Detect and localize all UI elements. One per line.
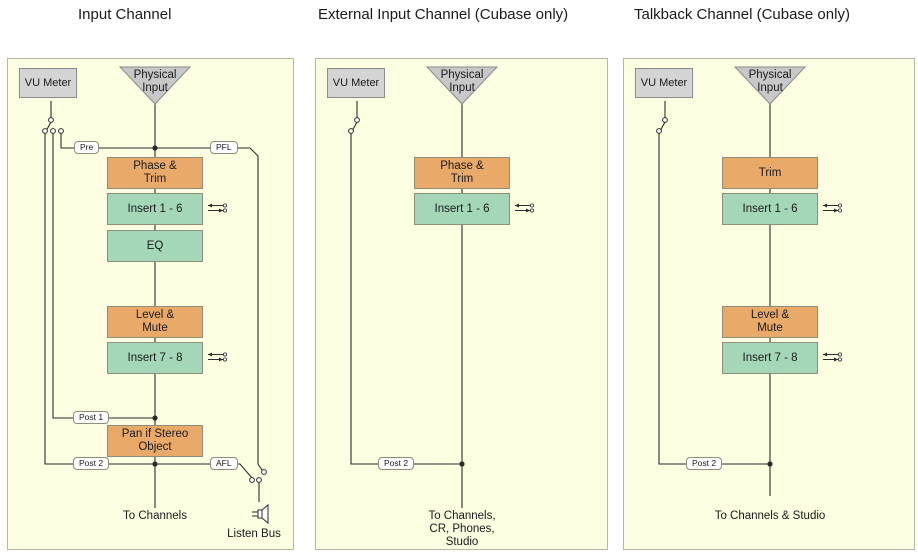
external-vu-meter: VU Meter: [327, 68, 385, 98]
input-level-mute-block: Level & Mute: [107, 306, 203, 338]
input-pan-block: Pan if Stereo Object: [107, 425, 203, 457]
input-eq-block: EQ: [107, 230, 203, 262]
talkback-insert-1-6-block: Insert 1 - 6: [722, 193, 818, 225]
input-channel-panel: [7, 58, 294, 550]
insert-send-return-icon: [208, 352, 227, 362]
talkback-output-label: To Channels & Studio: [714, 510, 826, 522]
input-phase-trim-block: Phase & Trim: [107, 157, 203, 189]
insert-send-return-icon: [515, 203, 534, 213]
talkback-channel-title: Talkback Channel (Cubase only): [634, 6, 850, 23]
talkback-level-mute-block: Level & Mute: [722, 306, 818, 338]
insert-send-return-icon: [823, 352, 842, 362]
talkback-physical-input-label: Physical Input: [748, 69, 792, 94]
afl-tap-label: AFL: [210, 457, 238, 470]
external-phase-trim-block: Phase & Trim: [414, 157, 510, 189]
talkback-channel-panel: [623, 58, 915, 550]
pfl-tap-label: PFL: [210, 141, 238, 154]
post-2-tap-label: Post 2: [73, 457, 110, 470]
external-post-2-tap-label: Post 2: [378, 457, 415, 470]
external-input-channel-title: External Input Channel (Cubase only): [318, 6, 569, 23]
talkback-insert-7-8-block: Insert 7 - 8: [722, 342, 818, 374]
post-1-tap-label: Post 1: [73, 411, 110, 424]
input-channel-title: Input Channel: [78, 6, 172, 23]
insert-send-return-icon: [208, 203, 227, 213]
input-vu-meter: VU Meter: [19, 68, 77, 98]
external-insert-1-6-block: Insert 1 - 6: [414, 193, 510, 225]
input-output-label: To Channels: [123, 510, 187, 522]
talkback-trim-block: Trim: [722, 157, 818, 189]
talkback-vu-meter: VU Meter: [635, 68, 693, 98]
external-physical-input-label: Physical Input: [440, 69, 484, 94]
pre-tap-label: Pre: [74, 141, 100, 154]
external-output-label: To Channels, CR, Phones, Studio: [428, 510, 496, 548]
input-insert-1-6-block: Insert 1 - 6: [107, 193, 203, 225]
talkback-post-2-tap-label: Post 2: [686, 457, 723, 470]
listen-bus-label: Listen Bus: [227, 528, 281, 540]
input-physical-input-label: Physical Input: [133, 69, 177, 94]
insert-send-return-icon: [823, 203, 842, 213]
speaker-icon: [252, 503, 269, 525]
input-insert-7-8-block: Insert 7 - 8: [107, 342, 203, 374]
